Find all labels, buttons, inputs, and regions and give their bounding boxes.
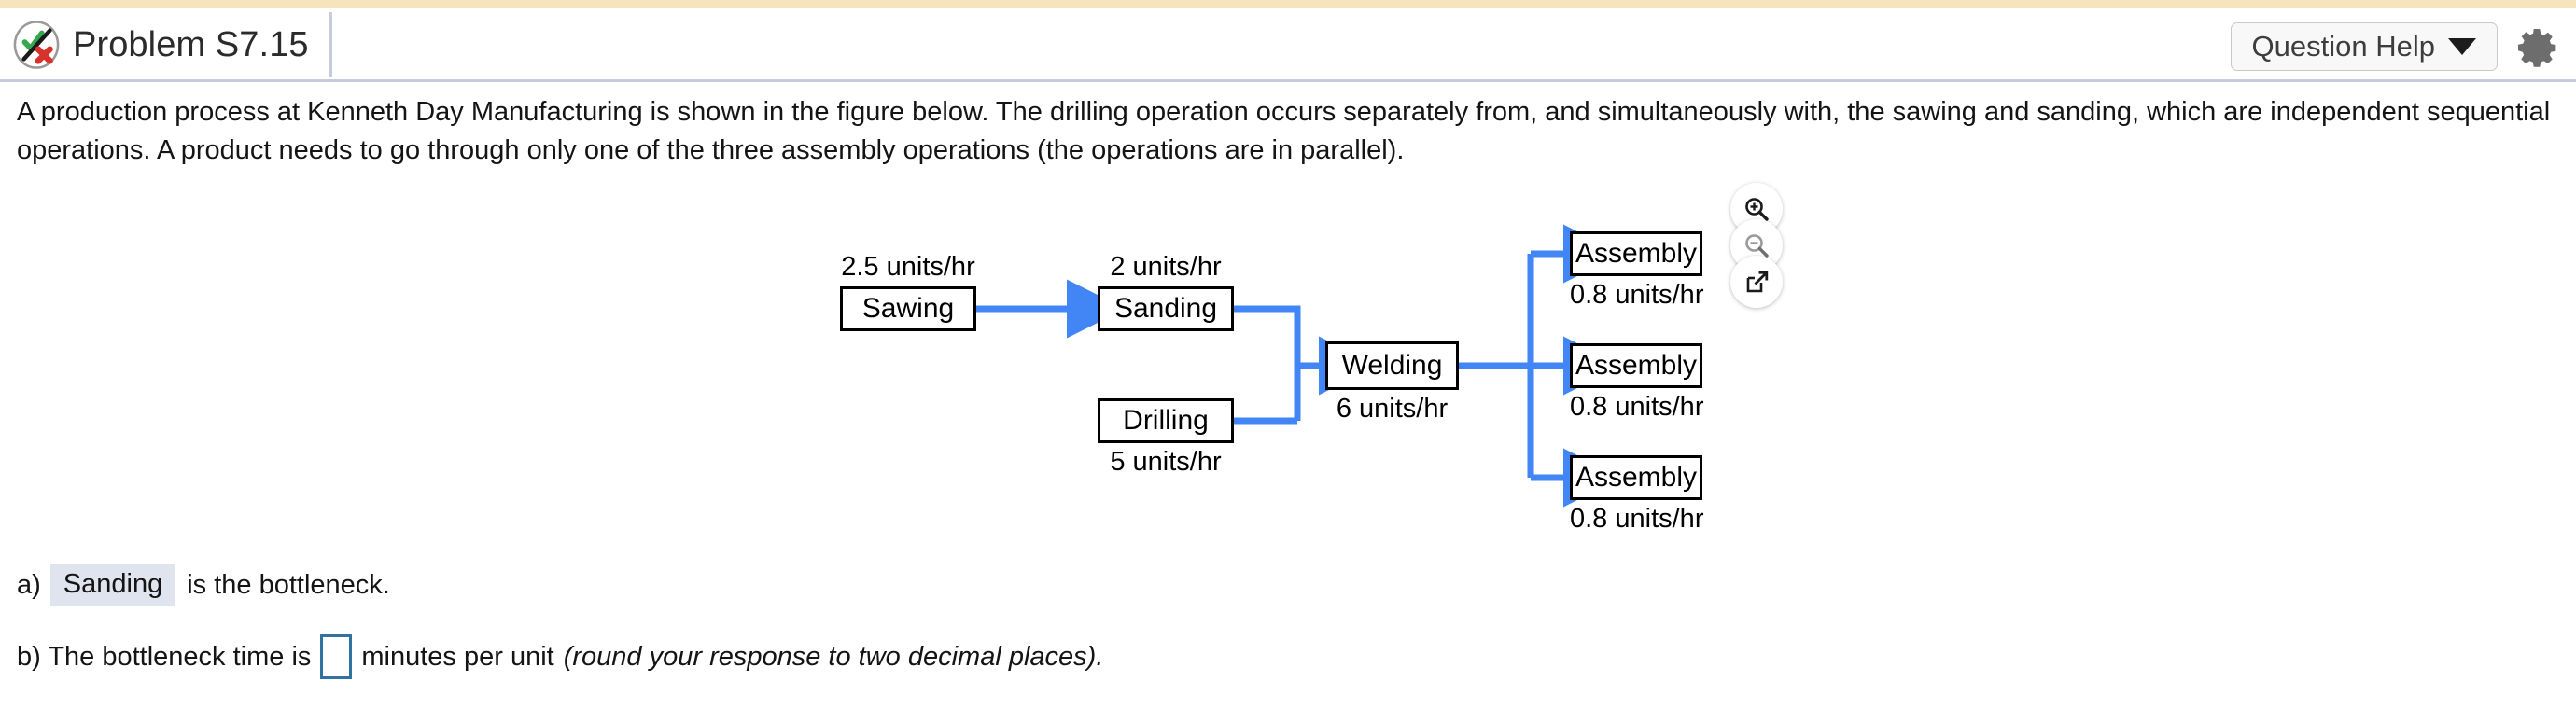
connector-sanding-merge [1234,305,1301,421]
bottleneck-time-input[interactable] [320,634,353,679]
node-drilling-label: Drilling [1123,405,1209,436]
sanding-rate: 2 units/hr [1110,252,1222,282]
welding-rate: 6 units/hr [1336,394,1449,424]
title-group: Problem S7.15 [13,12,332,77]
open-external-button[interactable] [1730,256,1783,308]
process-flow-diagram: 2.5 units/hr Sawing 2 units/hr Sanding D… [0,168,2576,541]
bottleneck-select[interactable]: Sanding [49,564,176,606]
node-sawing-label: Sawing [861,293,955,324]
answer-b-note: (round your response to two decimal plac… [563,641,1104,672]
answer-part-b: b) The bottleneck time is minutes per un… [17,634,1103,679]
node-sawing: Sawing [840,286,976,331]
node-sanding: Sanding [1098,286,1234,331]
flow-connectors [976,224,1622,508]
node-drilling: Drilling [1098,398,1234,443]
top-accent-bar [0,0,2576,8]
node-assembly-1-label: Assembly [1575,238,1698,269]
answer-b-middle: minutes per unit [361,641,554,672]
check-slash-x-icon [13,21,60,69]
drilling-rate: 5 units/hr [1110,447,1222,477]
sawing-rate: 2.5 units/hr [841,252,975,282]
node-assembly-2-label: Assembly [1575,350,1698,381]
gear-icon[interactable] [2516,27,2557,68]
answer-b-prefix: b) The bottleneck time is [17,641,312,672]
assembly-2-rate: 0.8 units/hr [1570,392,1704,422]
open-external-icon [1746,271,1769,293]
zoom-in-icon [1745,198,1769,221]
node-welding-label: Welding [1341,350,1443,381]
problem-statement: A production process at Kenneth Day Manu… [17,97,2551,166]
zoom-out-icon [1745,234,1769,258]
question-help-button[interactable]: Question Help [2230,22,2498,71]
answer-a-prefix: a) [17,569,41,600]
chevron-down-icon [2448,38,2476,55]
node-assembly-1: Assembly [1570,231,1702,276]
assembly-1-rate: 0.8 units/hr [1570,280,1704,310]
node-assembly-3-label: Assembly [1575,462,1698,493]
page-header: Problem S7.15 Question Help [0,8,2576,82]
node-assembly-3: Assembly [1570,455,1702,500]
node-sanding-label: Sanding [1113,293,1218,324]
answer-part-a: a) Sanding is the bottleneck. [17,564,390,606]
page-title: Problem S7.15 [73,24,309,64]
question-help-label: Question Help [2251,30,2435,63]
assembly-3-rate: 0.8 units/hr [1570,504,1704,534]
answer-a-suffix: is the bottleneck. [187,569,390,600]
node-assembly-2: Assembly [1570,343,1702,388]
node-welding: Welding [1325,341,1459,390]
